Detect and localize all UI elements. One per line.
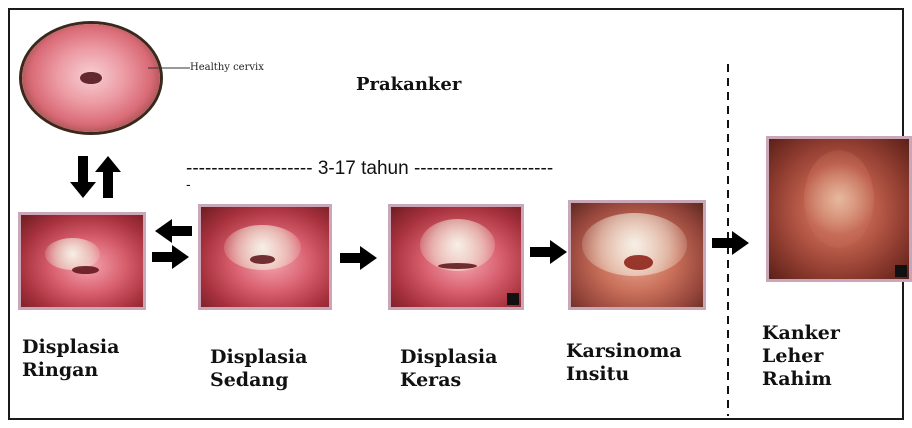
stage-label-karsinoma-insitu: Karsinoma Insitu — [566, 340, 682, 386]
stage-label-displasia-ringan: Displasia Ringan — [22, 336, 119, 382]
tumor-mass — [804, 150, 874, 248]
stage-label-displasia-sedang: Displasia Sedang — [210, 346, 307, 392]
stage-label-displasia-keras: Displasia Keras — [400, 346, 497, 392]
stage-label-kanker-leher-rahim: Kanker Leher Rahim — [762, 322, 840, 391]
photo-corner-mark — [895, 265, 907, 277]
stage-photo-kanker-leher-rahim — [766, 136, 912, 282]
